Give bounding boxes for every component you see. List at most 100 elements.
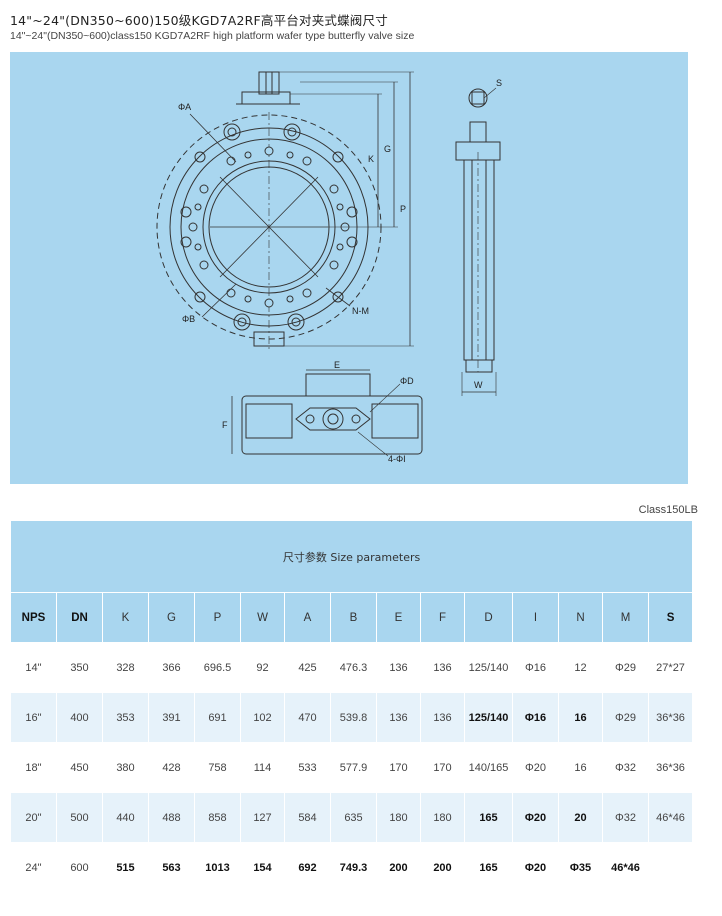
table-cell: 353 [102, 692, 149, 743]
table-cell: 170 [420, 742, 465, 793]
column-header-nps: NPS [10, 592, 57, 643]
table-cell: 428 [148, 742, 195, 793]
table-cell: 350 [56, 642, 103, 693]
label-k: K [368, 154, 374, 164]
column-header-f: F [420, 592, 465, 643]
table-cell: 758 [194, 742, 241, 793]
table-cell: 391 [148, 692, 195, 743]
table-cell: 696.5 [194, 642, 241, 693]
label-f: F [222, 420, 228, 430]
label-phi-a: ΦA [178, 102, 191, 112]
label-e: E [334, 360, 340, 370]
table-cell: 584 [284, 792, 331, 843]
column-header-w: W [240, 592, 285, 643]
top-view [231, 369, 423, 457]
table-cell: Φ29 [602, 642, 649, 693]
table-cell: 16 [558, 692, 603, 743]
table-cell: Φ35 [558, 842, 603, 893]
table-cell: 125/140 [464, 642, 513, 693]
table-cell: 500 [56, 792, 103, 843]
label-phi-d: ΦD [400, 376, 414, 386]
label-w: W [474, 380, 483, 390]
table-cell: 16 [558, 742, 603, 793]
front-view [156, 71, 414, 352]
table-cell: 18" [10, 742, 57, 793]
table-cell: 450 [56, 742, 103, 793]
label-n-m: N-M [352, 306, 369, 316]
table-cell: 127 [240, 792, 285, 843]
table-cell: Φ16 [512, 642, 559, 693]
table-cell: 136 [376, 692, 421, 743]
table-cell: 380 [102, 742, 149, 793]
table-cell: 36*36 [647, 692, 694, 743]
table-cell: 200 [420, 842, 465, 893]
column-header-a: A [284, 592, 331, 643]
table-cell: 180 [420, 792, 465, 843]
label-p: P [400, 204, 406, 214]
table-cell: 12 [558, 642, 603, 693]
table-cell: 165 [464, 792, 513, 843]
table-cell: 440 [102, 792, 149, 843]
table-cell: 180 [376, 792, 421, 843]
table-cell: 539.8 [330, 692, 377, 743]
table-cell: 136 [420, 642, 465, 693]
column-header-dn: DN [56, 592, 103, 643]
table-cell: 1013 [194, 842, 241, 893]
label-s: S [496, 78, 502, 88]
table-cell: 691 [194, 692, 241, 743]
table-cell: 170 [376, 742, 421, 793]
table-cell: 14" [10, 642, 57, 693]
column-header-i: I [512, 592, 559, 643]
table-cell: 36*36 [647, 742, 694, 793]
column-header-p: P [194, 592, 241, 643]
table-cell: 488 [148, 792, 195, 843]
class-label: Class150LB [638, 504, 698, 516]
table-cell: 102 [240, 692, 285, 743]
table-cell: 125/140 [464, 692, 513, 743]
table-cell: 858 [194, 792, 241, 843]
table-cell: Φ16 [512, 692, 559, 743]
table-cell: 165 [464, 842, 513, 893]
column-header-s: S [647, 592, 694, 643]
table-cell: 328 [102, 642, 149, 693]
table-cell: 24" [10, 842, 57, 893]
table-cell: 154 [240, 842, 285, 893]
column-header-e: E [376, 592, 421, 643]
table-cell: 20" [10, 792, 57, 843]
table-cell: 92 [240, 642, 285, 693]
table-caption: 尺寸参数 Size parameters [9, 520, 694, 593]
table-cell: 46*46 [647, 792, 694, 843]
table-cell: 600 [56, 842, 103, 893]
table-cell: 400 [56, 692, 103, 743]
table-cell: 140/165 [464, 742, 513, 793]
table-cell: 563 [148, 842, 195, 893]
table-cell: 476.3 [330, 642, 377, 693]
column-header-g: G [148, 592, 195, 643]
table-cell: Φ29 [602, 692, 649, 743]
table-cell: 366 [148, 642, 195, 693]
label-g: G [384, 144, 391, 154]
label-4-phi-i: 4-ΦI [388, 454, 406, 464]
column-header-n: N [558, 592, 603, 643]
table-cell: 425 [284, 642, 331, 693]
side-view [455, 87, 501, 396]
table-cell: Φ32 [602, 792, 649, 843]
table-cell: 470 [284, 692, 331, 743]
table-cell: 27*27 [647, 642, 694, 693]
table-cell: 114 [240, 742, 285, 793]
column-header-k: K [102, 592, 149, 643]
table-cell: 749.3 [330, 842, 377, 893]
table-cell: Φ32 [602, 742, 649, 793]
table-cell: 46*46 [602, 842, 649, 893]
technical-drawing: ΦA ΦB N-M K G P S W E F ΦD 4-ΦI [10, 52, 688, 484]
label-phi-b: ΦB [182, 314, 195, 324]
column-header-b: B [330, 592, 377, 643]
table-cell: Φ20 [512, 742, 559, 793]
column-header-d: D [464, 592, 513, 643]
table-cell: 16" [10, 692, 57, 743]
